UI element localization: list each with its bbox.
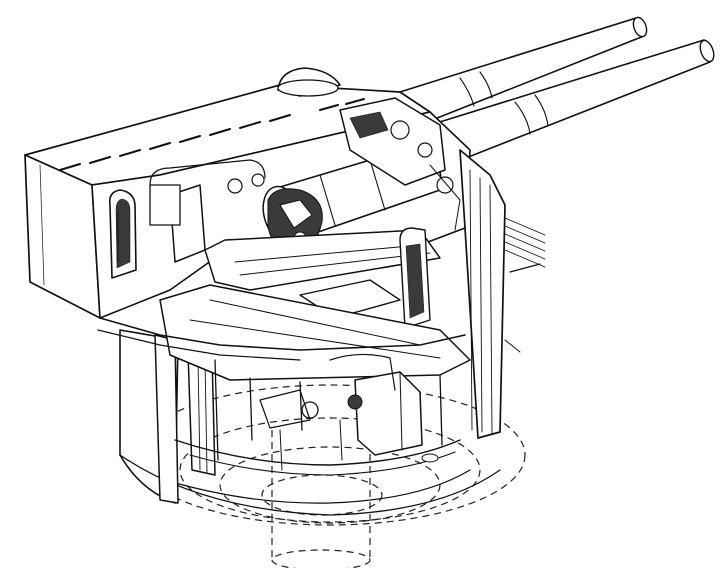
hatching-right xyxy=(504,217,546,273)
turret-base-rim xyxy=(97,317,466,361)
barbette-dashed-outlines xyxy=(134,384,526,568)
roof-vent-slots xyxy=(59,98,365,171)
gun-barrels xyxy=(399,16,715,166)
hoist-mechanism xyxy=(259,353,396,471)
barbette-ring xyxy=(119,329,501,516)
